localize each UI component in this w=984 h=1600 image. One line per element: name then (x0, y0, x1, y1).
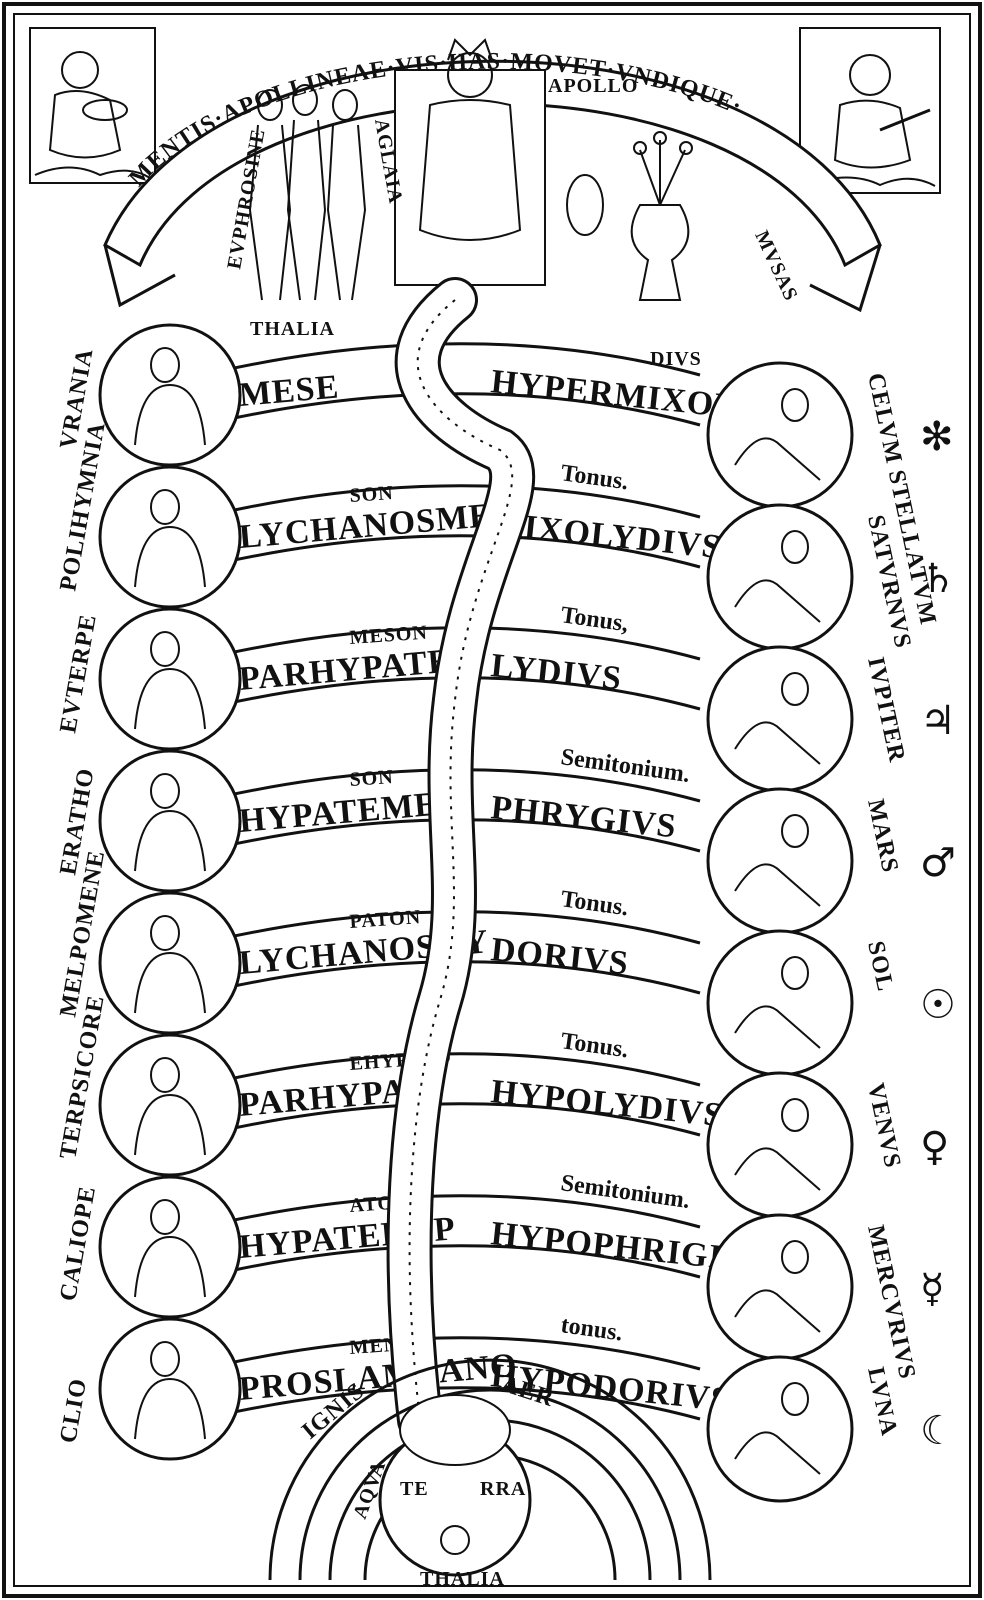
motto-end: MVSAS (750, 227, 802, 304)
apollo-label: APOLLO (548, 75, 638, 97)
planet-name: MERCVRIVS (862, 1223, 920, 1382)
thalia-bottom-label: THALIA (420, 1568, 505, 1590)
planet-name: MARS (862, 797, 903, 875)
muse-name: EVTERPE (55, 612, 102, 735)
planet-symbol-icon: ☉ (920, 982, 956, 1028)
planet-medallion-8 (706, 1355, 854, 1503)
planet-medallion-3 (706, 645, 854, 793)
thalia-top-label: THALIA (250, 318, 335, 340)
planet-medallion-6 (706, 1071, 854, 1219)
flower-vase (630, 131, 693, 301)
interval-label: Semitonium. (559, 744, 691, 788)
inner-frame (13, 13, 971, 1587)
interval-label: Tonus. (559, 886, 630, 921)
planet-symbol-icon: ♃ (920, 698, 956, 744)
interval-label: Tonus. (559, 460, 630, 495)
planet-symbol-icon: ☾ (920, 1408, 956, 1454)
muse-medallion-2 (98, 465, 242, 609)
muse-medallion-6 (98, 1033, 242, 1177)
muse-name: CALIOPE (55, 1184, 101, 1303)
band-small-label: SON (349, 482, 395, 507)
interval-label: tonus. (559, 1312, 624, 1346)
planet-name: IVPITER (862, 655, 910, 765)
band-small-label: SON (349, 766, 395, 791)
muse-name: TERPSICORE (55, 993, 109, 1161)
planet-name: SOL (862, 939, 898, 994)
band-small-label: PATON (349, 906, 422, 933)
corner-musician-left (29, 27, 156, 184)
muse-medallion-8 (98, 1317, 242, 1461)
muse-name: CLIO (55, 1376, 92, 1445)
planet-symbol-icon: ✻ (920, 414, 954, 460)
planet-medallions: CELVM STELLATVM✻SATVRNVS♄IVPITER♃MARS♂SO… (706, 361, 956, 1503)
band-note-name: HYPATEME (237, 786, 439, 840)
cerberus-heads (399, 1394, 511, 1466)
band-mode-name: DORIVS (489, 931, 630, 982)
planet-medallion-4 (706, 787, 854, 935)
muse-medallion-3 (98, 607, 242, 751)
planet-medallion-1 (706, 361, 854, 509)
planet-symbol-icon: ♄ (920, 556, 956, 602)
interval-label: Tonus, (559, 602, 630, 637)
planet-symbol-icon: ☿ (920, 1266, 945, 1312)
band-note-name: MESE (237, 368, 340, 414)
interval-label: Semitonium. (559, 1170, 691, 1214)
planet-medallion-5 (706, 929, 854, 1077)
band-mode-name: LYDIVS (489, 647, 624, 698)
planet-medallion-2 (706, 503, 854, 651)
band-mode-name: PHRYGIVS (489, 789, 678, 845)
muse-medallion-5 (98, 891, 242, 1035)
thalia-bottom-face (440, 1525, 470, 1555)
planet-name: VENVS (862, 1081, 905, 1171)
muse-medallion-7 (98, 1175, 242, 1319)
serpent-scales (408, 299, 514, 1421)
element-terra-left: TE (400, 1478, 429, 1500)
band-note-name: PARHYPATE (237, 643, 452, 698)
element-terra-right: RRA (480, 1478, 526, 1500)
band-small-label: MESON (349, 622, 429, 649)
planet-symbol-icon: ♂ (920, 840, 956, 886)
band-mode-suffix: DIVS (650, 348, 702, 370)
planet-symbol-icon: ♀ (920, 1124, 949, 1170)
muse-medallion-1 (98, 323, 242, 467)
muse-medallion-4 (98, 749, 242, 893)
apollo-throne: APOLLO (394, 38, 638, 286)
interval-label: Tonus. (559, 1028, 630, 1063)
muse-medallions: VRANIAPOLIHYMNIAEVTERPEERATHOMELPOMENETE… (55, 323, 242, 1461)
planet-medallion-7 (706, 1213, 854, 1361)
